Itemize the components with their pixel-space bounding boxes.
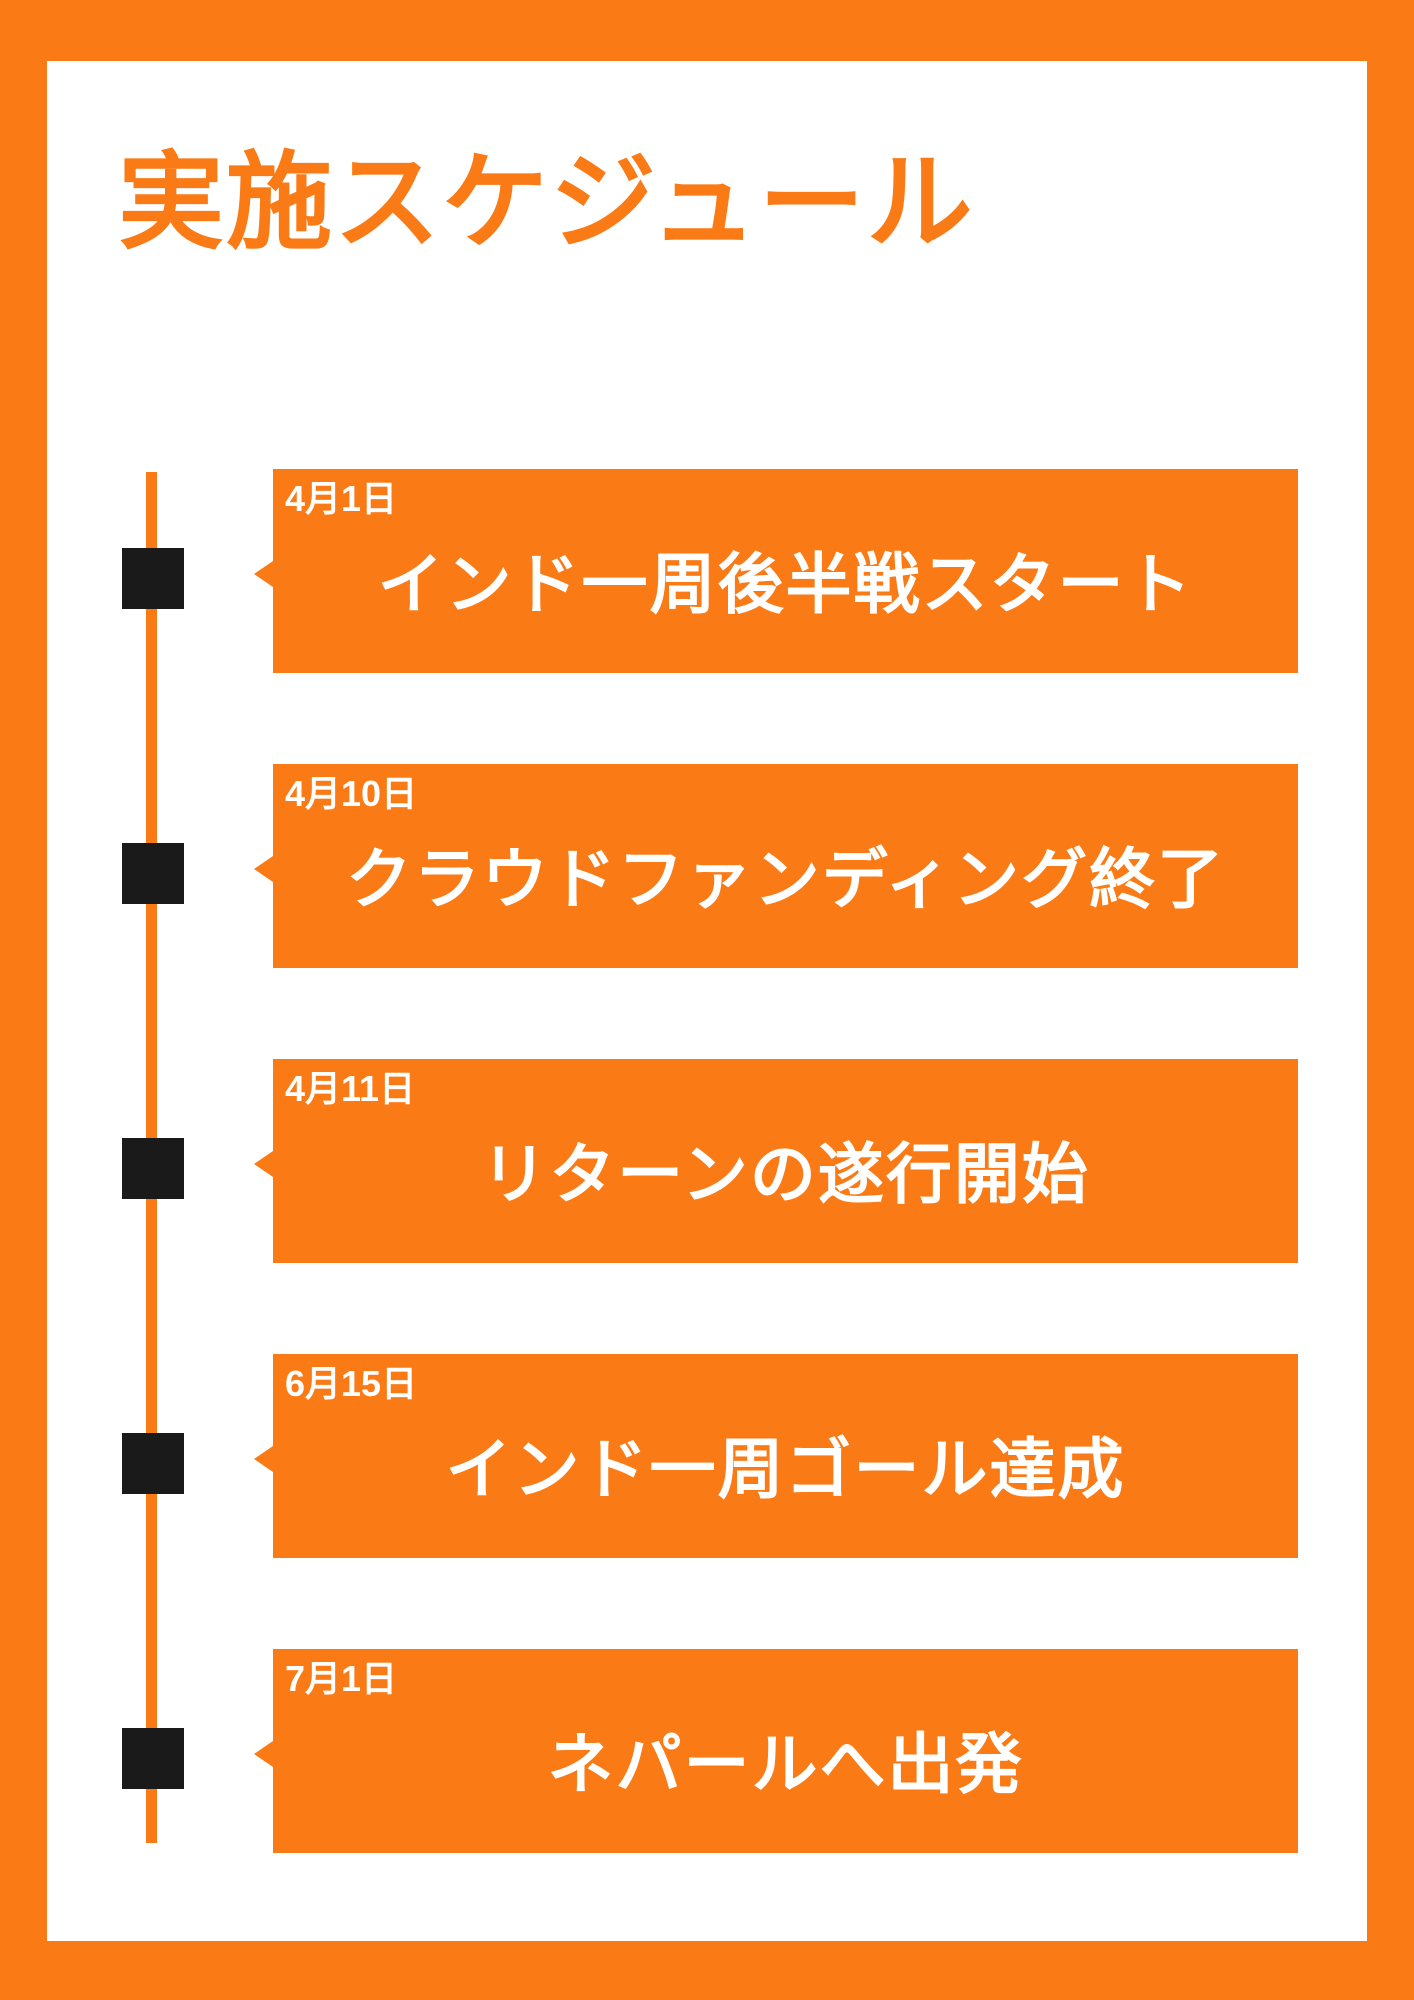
event-title: インド一周後半戦スタート — [377, 547, 1194, 621]
arrow-left-icon — [254, 856, 273, 882]
timeline-marker — [122, 1138, 184, 1199]
event-title: インド一周ゴール達成 — [445, 1432, 1126, 1506]
event-date: 4月10日 — [285, 773, 418, 814]
arrow-left-icon — [254, 561, 273, 587]
event-date: 4月1日 — [285, 478, 398, 519]
arrow-left-icon — [254, 1151, 273, 1177]
timeline-marker — [122, 1728, 184, 1789]
page-title: 実施スケジュール — [118, 144, 975, 262]
event-date: 6月15日 — [285, 1363, 418, 1404]
event-title: リターンの遂行開始 — [481, 1137, 1090, 1211]
timeline-marker — [122, 1433, 184, 1494]
event-date: 7月1日 — [285, 1658, 398, 1699]
event-date: 4月11日 — [285, 1068, 416, 1109]
timeline-marker — [122, 548, 184, 609]
timeline-event-box: 4月11日 リターンの遂行開始 — [254, 1059, 1298, 1263]
timeline-event-box: 4月10日 クラウドファンディング終了 — [254, 764, 1298, 968]
event-title: クラウドファンディング終了 — [345, 842, 1226, 916]
timeline-event-box: 7月1日 ネパールへ出発 — [254, 1649, 1298, 1853]
timeline-event-box: 6月15日 インド一周ゴール達成 — [254, 1354, 1298, 1558]
timeline-marker — [122, 843, 184, 904]
arrow-left-icon — [254, 1446, 273, 1472]
timeline-event-box: 4月1日 インド一周後半戦スタート — [254, 469, 1298, 673]
arrow-left-icon — [254, 1741, 273, 1767]
event-title: ネパールへ出発 — [547, 1727, 1024, 1801]
